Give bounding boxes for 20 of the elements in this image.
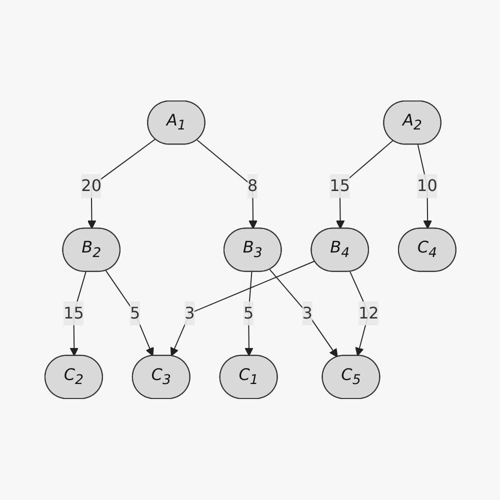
edge-label: 10: [416, 176, 437, 196]
arrow: [349, 271, 369, 356]
edge-label: 3: [184, 304, 194, 323]
edge-label: 12: [358, 304, 378, 323]
edge-label: 8: [247, 176, 258, 196]
edge-label: 15: [329, 176, 350, 196]
arrow: [86, 138, 156, 230]
arrow: [244, 272, 253, 356]
edge-label: 3: [302, 304, 312, 323]
arrow: [416, 144, 432, 230]
edge-label: 15: [63, 304, 84, 323]
arrow: [335, 140, 394, 230]
arrow: [196, 140, 257, 230]
arrow: [69, 272, 86, 356]
edge-label: 5: [130, 304, 140, 323]
arrow: [104, 270, 154, 357]
edge-label: 5: [243, 304, 254, 323]
arrow: [170, 260, 315, 357]
edge-label: 20: [80, 176, 102, 196]
arrow: [268, 269, 338, 358]
